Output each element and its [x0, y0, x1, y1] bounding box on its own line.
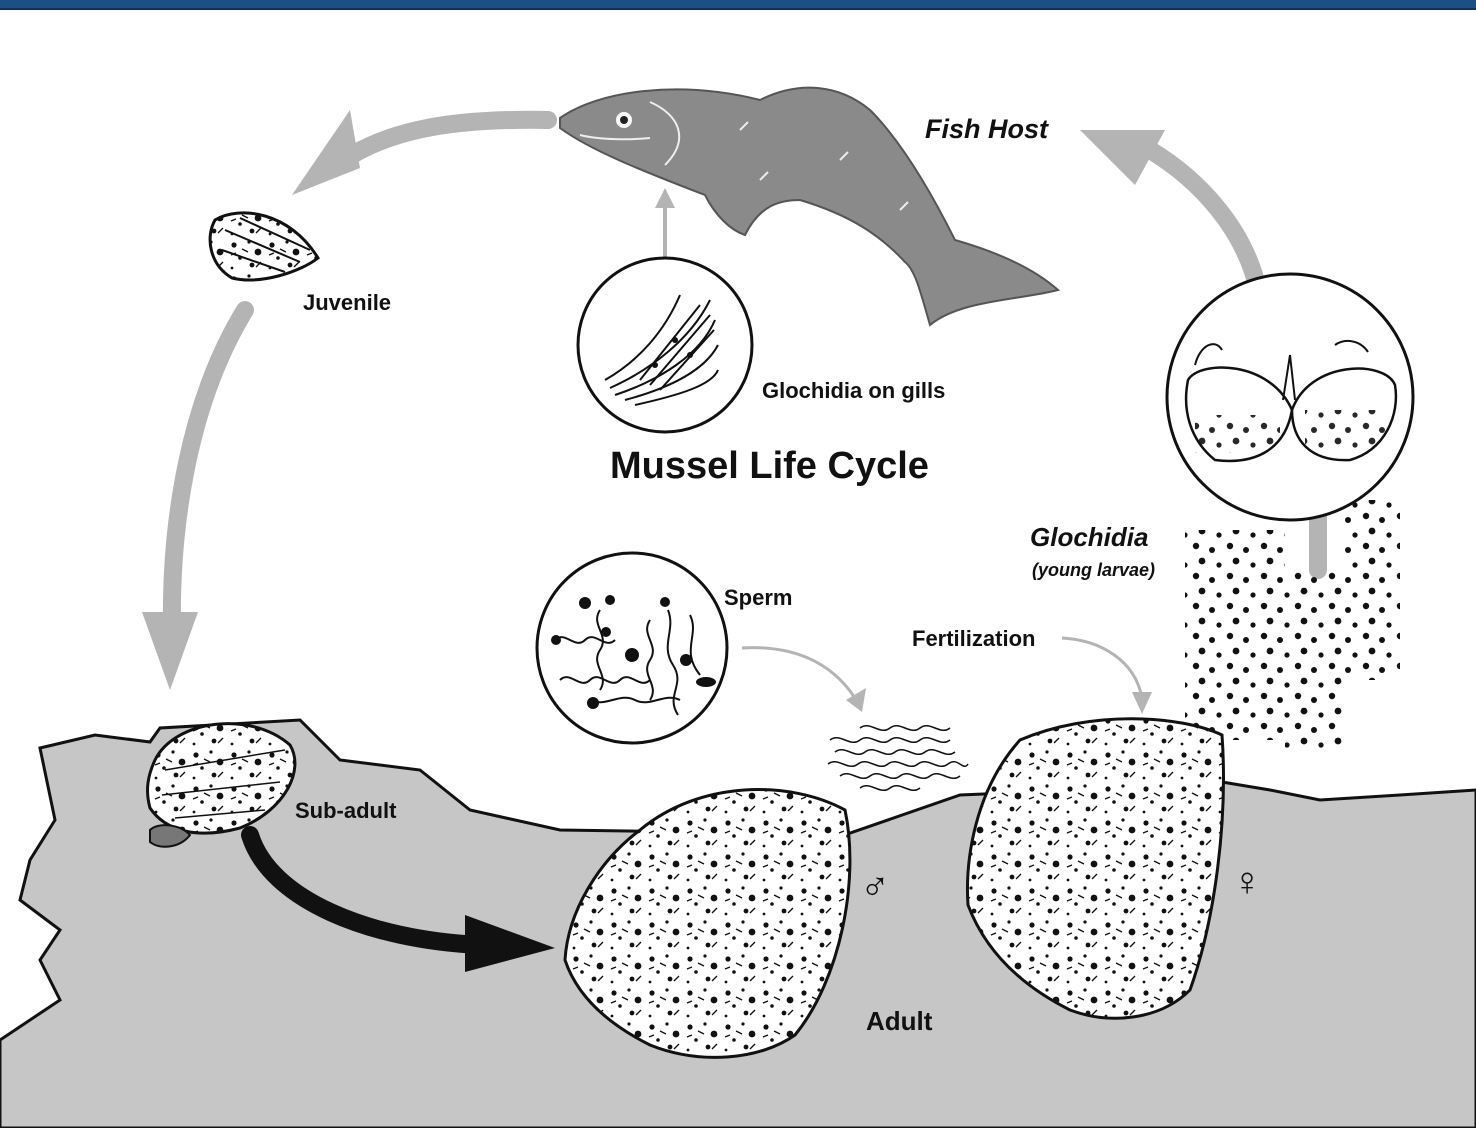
arrow-juvenile-to-subadult: [172, 310, 245, 630]
diagram-title: Mussel Life Cycle: [610, 445, 929, 487]
fish-host-label: Fish Host: [925, 114, 1049, 144]
arrowhead-fertilization: [1132, 692, 1152, 714]
sperm-inset: [537, 553, 727, 743]
glochidia-label: Glochidia: [1030, 522, 1148, 552]
glochidia-open-shells-inset: [1167, 274, 1413, 520]
glochidia-larvae-cloud: [1185, 500, 1400, 750]
glochidia-on-gills-inset: [578, 258, 752, 432]
arrow-fertilization-to-female: [1062, 638, 1142, 698]
sperm-label: Sperm: [724, 585, 792, 610]
arrowhead-down: [142, 612, 198, 690]
arrowhead-gills: [655, 188, 675, 208]
glochidia-on-gills-label: Glochidia on gills: [762, 378, 945, 403]
fertilization-label: Fertilization: [912, 626, 1035, 651]
fertilization-sperm-tangle: [828, 726, 968, 791]
juvenile-label: Juvenile: [303, 290, 391, 315]
juvenile-shell: [210, 213, 318, 280]
adult-label: Adult: [866, 1006, 933, 1036]
arrow-glochidia-to-fish: [1150, 150, 1258, 290]
arrowhead-left: [292, 110, 360, 195]
arrow-sperm-to-fertilization: [742, 648, 855, 698]
sub-adult-label: Sub-adult: [295, 798, 397, 823]
arrow-fish-to-juvenile: [330, 120, 548, 170]
male-symbol: ♂: [860, 865, 890, 909]
young-larvae-label: (young larvae): [1032, 560, 1155, 580]
female-symbol: ♀: [1232, 860, 1262, 904]
